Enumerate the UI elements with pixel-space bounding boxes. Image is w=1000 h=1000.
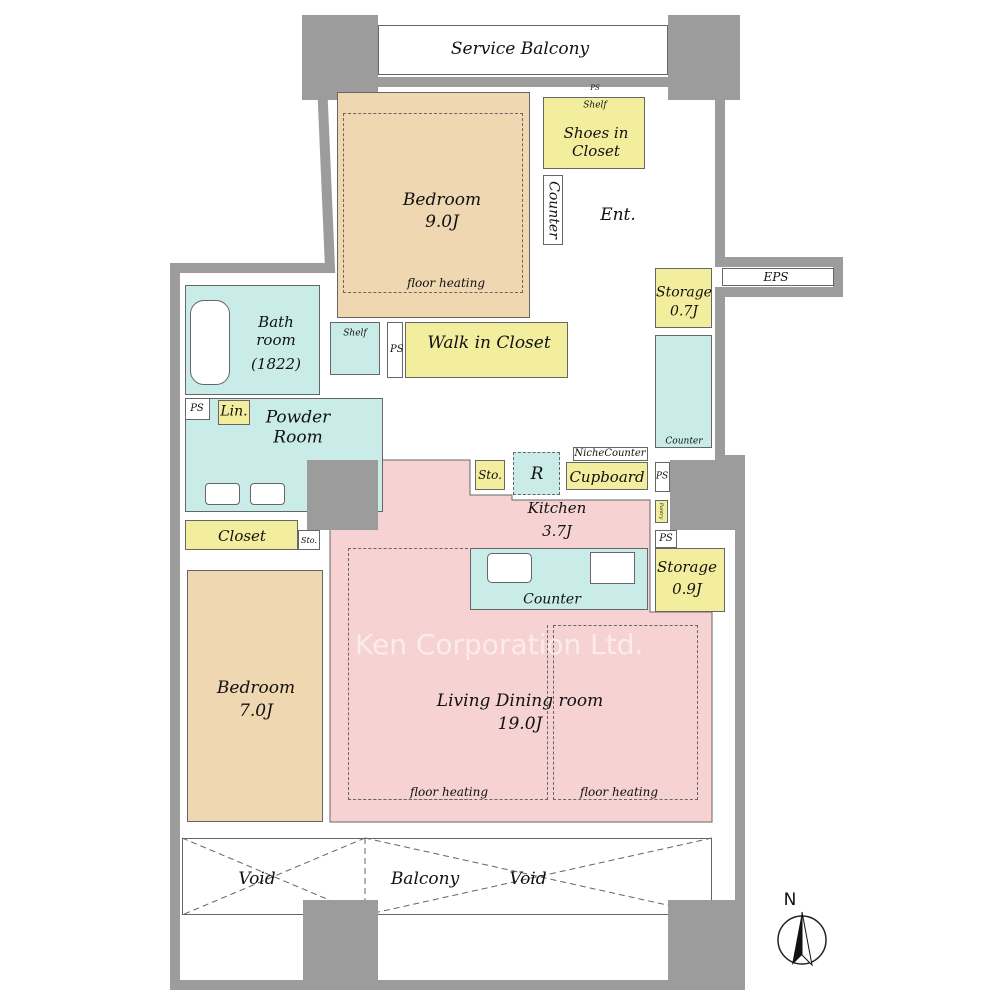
cupboard-label: Cupboard [569,468,645,486]
linen-label: Lin. [220,403,248,420]
refrigerator [513,452,560,495]
storage-2-label: Storage [657,558,717,576]
floor-heating-area [348,625,548,800]
floor-heating-note: floor heating [409,784,489,799]
sto [475,460,505,490]
kitchen-size: 3.7J [542,522,572,540]
watermark: Ken Corporation Ltd. [355,628,644,661]
refrigerator-label: R [530,463,544,484]
linen [218,400,250,425]
sto [298,530,320,550]
entrance-label: Ent. [600,204,636,225]
ps-label: PS [590,83,600,92]
bedroom-1-size: 9.0J [425,211,459,232]
service-balcony-label: Service Balcony [450,38,590,59]
ps [185,398,210,420]
shelf-label: Shelf [343,328,367,339]
storage-1 [655,268,712,328]
bedroom-1 [337,92,530,318]
walk-in-closet [405,322,568,378]
compass-label: N [783,889,797,910]
sink-icon [205,483,240,505]
column [307,460,378,530]
ps-label: PS [655,471,669,482]
bedroom-2-label: Bedroom [216,677,296,698]
balcony [182,838,712,915]
eps-label: EPS [763,269,789,284]
shoes-in-closet [543,97,645,169]
floor-heating-note: floor heating [406,275,486,290]
walk-in-closet-label: Walk in Closet [427,332,551,353]
cupboard [566,462,648,490]
storage-1-size: 0.7J [670,303,698,320]
sto-label: Sto. [478,467,502,482]
niche-counter-label: NicheCounter [574,448,646,459]
bedroom-1-label: Bedroom [402,189,482,210]
ps-label: PS [190,403,204,414]
sto-label: Sto. [301,536,317,546]
ps [655,530,677,548]
floor-heating-area [553,625,698,800]
shelf-area [330,322,380,375]
floor-heating-area [343,113,523,293]
storage-2-size: 0.9J [672,580,702,598]
sink-icon [250,483,285,505]
closet-label: Closet [218,527,266,545]
storage-1-label: Storage [656,284,712,301]
storage-2 [655,548,725,612]
column [670,460,740,530]
living-size: 19.0J [497,713,543,734]
pantry [655,500,668,523]
sink-icon [487,553,532,583]
shelf-label: Shelf [583,100,607,111]
void-label: Void [238,868,276,889]
toilet-counter-label: Counter [665,436,703,447]
niche-counter [573,447,648,461]
column [668,15,740,100]
bedroom-2-size: 7.0J [239,700,273,721]
balcony-label: Balcony [390,868,460,889]
void-label: Void [509,868,547,889]
ps-label: PS [390,344,404,355]
floor-heating-note: floor heating [579,784,659,799]
stove-icon [590,552,635,584]
bathroom-label: Bath room [256,313,296,349]
living-label: Living Dining room [436,690,604,711]
kitchen-label: Kitchen [527,499,587,517]
column [303,900,378,985]
bedroom-2 [187,570,323,822]
column [668,900,740,985]
bathroom-size: (1822) [251,355,301,373]
column [302,15,378,100]
service-balcony [378,25,668,75]
ps [655,462,670,492]
ps [387,322,403,378]
bathtub-icon [190,300,230,385]
eps [722,268,834,286]
shoes-closet-label: Shoes in Closet [563,124,629,160]
counter [543,175,563,245]
toilet-room [655,335,712,448]
ps-label: PS [659,533,673,544]
kitchen-counter-label: Counter [523,591,581,608]
powder-room-label: Powder Room [265,407,331,448]
closet [185,520,298,550]
